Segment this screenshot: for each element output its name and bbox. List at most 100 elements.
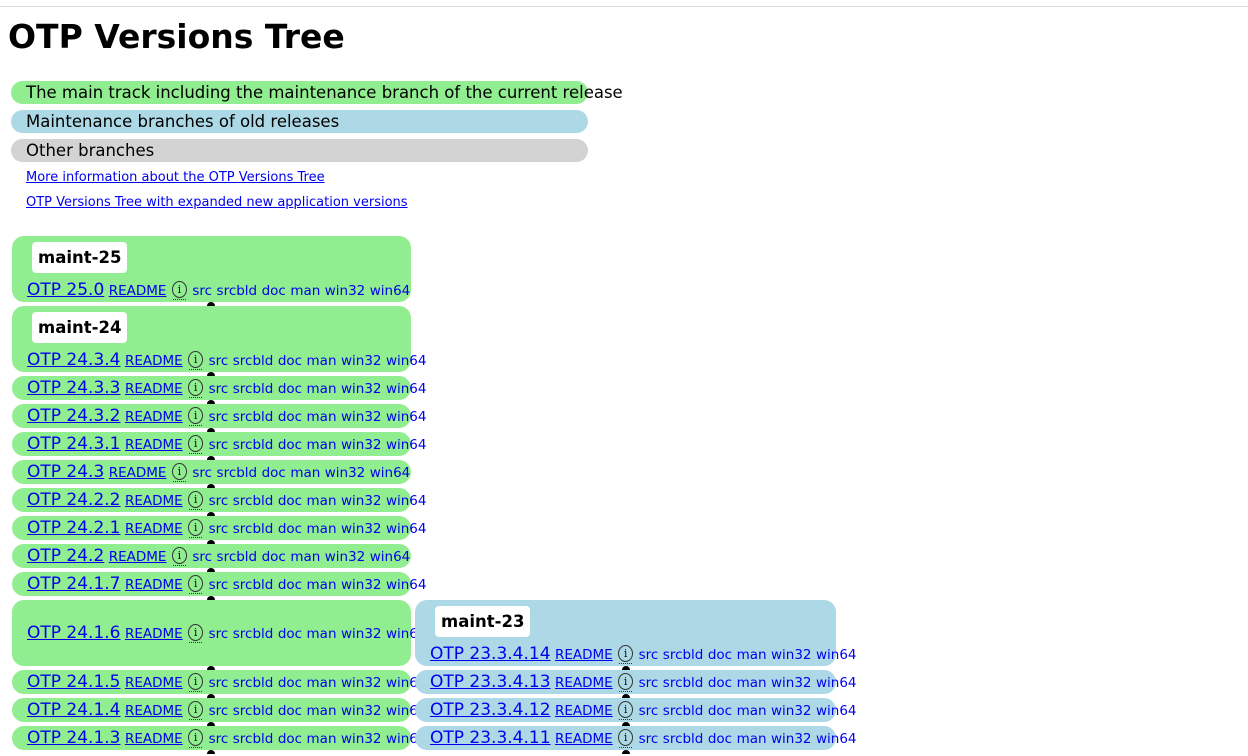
doc-link[interactable]: doc (277, 577, 303, 593)
win64-link[interactable]: win64 (369, 549, 411, 565)
release-link[interactable]: OTP 24.2.2 (27, 490, 121, 510)
doc-link[interactable]: doc (277, 521, 303, 537)
win64-link[interactable]: win64 (385, 521, 427, 537)
win32-link[interactable]: win32 (340, 353, 382, 369)
readme-link[interactable]: README (554, 675, 613, 691)
win32-link[interactable]: win32 (340, 521, 382, 537)
release-link[interactable]: OTP 23.3.4.13 (430, 672, 551, 692)
info-icon[interactable]: i (618, 700, 634, 720)
release-link[interactable]: OTP 24.2 (27, 546, 105, 566)
doc-link[interactable]: doc (707, 703, 733, 719)
release-link[interactable]: OTP 24.1.4 (27, 700, 121, 720)
src-link[interactable]: src (208, 409, 229, 425)
src-link[interactable]: src (208, 577, 229, 593)
src-link[interactable]: src (208, 675, 229, 691)
doc-link[interactable]: doc (277, 703, 303, 719)
info-icon[interactable]: i (618, 644, 634, 664)
doc-link[interactable]: doc (277, 626, 303, 642)
readme-link[interactable]: README (124, 731, 183, 747)
readme-link[interactable]: README (124, 577, 183, 593)
info-icon[interactable]: i (171, 546, 187, 566)
man-link[interactable]: man (306, 381, 337, 397)
srcbld-link[interactable]: srcbld (232, 353, 274, 369)
release-link[interactable]: OTP 24.3.1 (27, 434, 121, 454)
win32-link[interactable]: win32 (340, 703, 382, 719)
readme-link[interactable]: README (124, 353, 183, 369)
srcbld-link[interactable]: srcbld (232, 626, 274, 642)
info-icon[interactable]: i (188, 574, 204, 594)
win32-link[interactable]: win32 (324, 283, 366, 299)
src-link[interactable]: src (208, 521, 229, 537)
srcbld-link[interactable]: srcbld (232, 437, 274, 453)
man-link[interactable]: man (736, 703, 767, 719)
src-link[interactable]: src (638, 703, 659, 719)
info-icon[interactable]: i (188, 434, 204, 454)
srcbld-link[interactable]: srcbld (216, 549, 258, 565)
info-icon[interactable]: i (188, 490, 204, 510)
man-link[interactable]: man (736, 675, 767, 691)
release-link[interactable]: OTP 23.3.4.12 (430, 700, 551, 720)
release-link[interactable]: OTP 24.3.4 (27, 350, 121, 370)
readme-link[interactable]: README (108, 465, 167, 481)
info-icon[interactable]: i (171, 280, 187, 300)
release-link[interactable]: OTP 24.1.5 (27, 672, 121, 692)
src-link[interactable]: src (192, 465, 213, 481)
srcbld-link[interactable]: srcbld (232, 703, 274, 719)
src-link[interactable]: src (638, 647, 659, 663)
win64-link[interactable]: win64 (815, 675, 857, 691)
srcbld-link[interactable]: srcbld (232, 381, 274, 397)
src-link[interactable]: src (208, 437, 229, 453)
readme-link[interactable]: README (108, 283, 167, 299)
src-link[interactable]: src (208, 703, 229, 719)
man-link[interactable]: man (306, 675, 337, 691)
win64-link[interactable]: win64 (369, 283, 411, 299)
win64-link[interactable]: win64 (815, 703, 857, 719)
doc-link[interactable]: doc (707, 647, 733, 663)
readme-link[interactable]: README (124, 437, 183, 453)
man-link[interactable]: man (290, 465, 321, 481)
man-link[interactable]: man (306, 731, 337, 747)
win32-link[interactable]: win32 (771, 647, 812, 663)
readme-link[interactable]: README (124, 675, 183, 691)
win32-link[interactable]: win32 (340, 731, 382, 747)
info-icon[interactable]: i (188, 350, 204, 370)
readme-link[interactable]: README (124, 409, 183, 425)
doc-link[interactable]: doc (707, 731, 733, 747)
man-link[interactable]: man (306, 493, 337, 509)
srcbld-link[interactable]: srcbld (232, 409, 274, 425)
release-link[interactable]: OTP 24.1.6 (27, 623, 121, 643)
info-icon[interactable]: i (618, 728, 634, 748)
src-link[interactable]: src (192, 283, 213, 299)
readme-link[interactable]: README (124, 626, 183, 642)
man-link[interactable]: man (736, 647, 767, 663)
win64-link[interactable]: win64 (385, 493, 427, 509)
srcbld-link[interactable]: srcbld (662, 647, 704, 663)
man-link[interactable]: man (306, 353, 337, 369)
man-link[interactable]: man (306, 437, 337, 453)
readme-link[interactable]: README (124, 703, 183, 719)
src-link[interactable]: src (192, 549, 213, 565)
info-icon[interactable]: i (188, 378, 204, 398)
win64-link[interactable]: win64 (815, 731, 857, 747)
win32-link[interactable]: win32 (771, 675, 812, 691)
release-link[interactable]: OTP 23.3.4.14 (430, 644, 551, 664)
win64-link[interactable]: win64 (385, 437, 427, 453)
readme-link[interactable]: README (108, 549, 167, 565)
man-link[interactable]: man (306, 521, 337, 537)
src-link[interactable]: src (208, 731, 229, 747)
win32-link[interactable]: win32 (324, 465, 366, 481)
man-link[interactable]: man (306, 409, 337, 425)
man-link[interactable]: man (306, 577, 337, 593)
release-link[interactable]: OTP 23.3.4.11 (430, 728, 551, 748)
release-link[interactable]: OTP 24.3 (27, 462, 105, 482)
src-link[interactable]: src (638, 731, 659, 747)
doc-link[interactable]: doc (277, 675, 303, 691)
srcbld-link[interactable]: srcbld (662, 703, 704, 719)
doc-link[interactable]: doc (277, 493, 303, 509)
win32-link[interactable]: win32 (324, 549, 366, 565)
doc-link[interactable]: doc (277, 437, 303, 453)
readme-link[interactable]: README (124, 381, 183, 397)
readme-link[interactable]: README (124, 521, 183, 537)
win64-link[interactable]: win64 (385, 409, 427, 425)
info-icon[interactable]: i (188, 700, 204, 720)
